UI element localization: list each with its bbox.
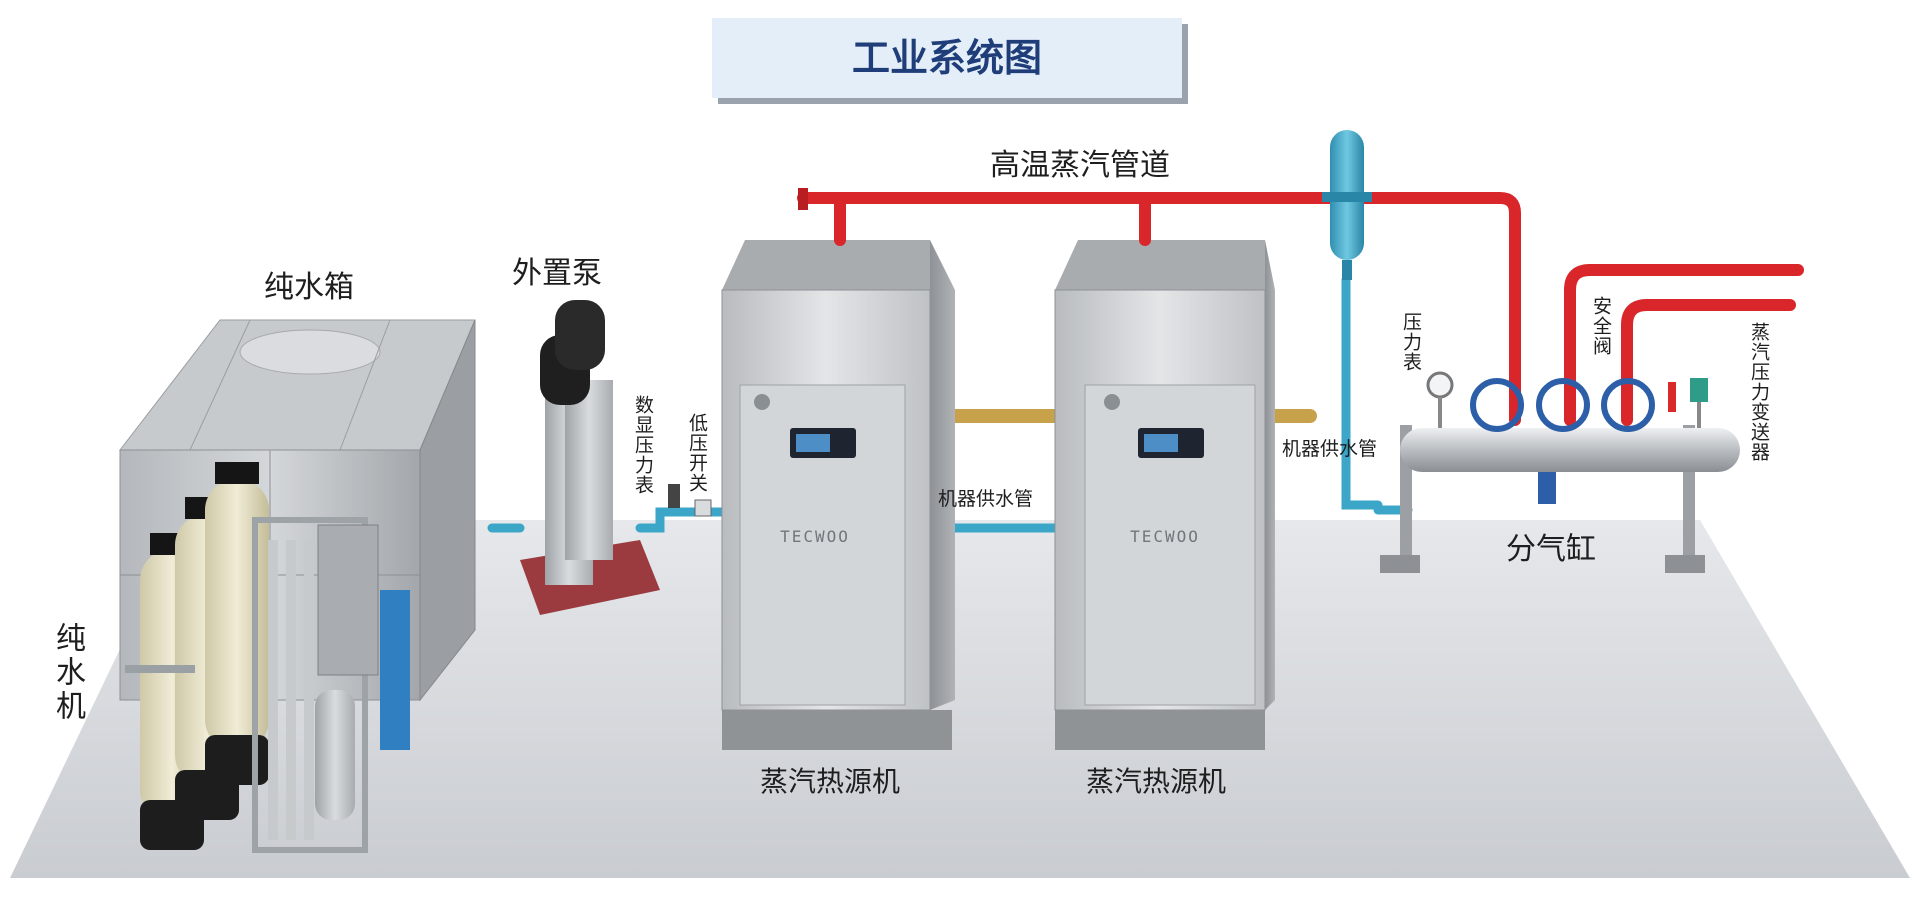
pure-water-machine	[125, 462, 410, 853]
label-digital-pressure-gauge: 数显压力表	[632, 395, 654, 495]
label-pressure-gauge: 压力表	[1400, 312, 1422, 372]
label-steam-pipeline: 高温蒸汽管道	[990, 148, 1170, 183]
label-steam-pressure-transmitter: 蒸汽压力变送器	[1748, 322, 1770, 462]
brand-logo-2: TECWOO	[1130, 527, 1200, 546]
label-distribution-header: 分气缸	[1506, 532, 1596, 567]
label-steam-generator-1: 蒸汽热源机	[760, 765, 901, 798]
steam-separator	[1322, 130, 1372, 280]
label-external-pump: 外置泵	[512, 256, 602, 291]
steam-generator-2-shape: TECWOO	[1054, 240, 1275, 750]
label-machine-water-pipe-1: 机器供水管	[938, 488, 1034, 510]
label-low-pressure-switch: 低压开关	[686, 413, 708, 493]
digital-gauge-body	[694, 499, 712, 517]
label-pure-water-tank: 纯水箱	[264, 270, 354, 305]
label-pure-water-machine: 纯水机	[50, 622, 85, 724]
brand-logo-1: TECWOO	[780, 527, 850, 546]
title-banner: 工业系统图	[712, 18, 1182, 98]
diagram-title: 工业系统图	[851, 36, 1042, 80]
label-steam-generator-2: 蒸汽热源机	[1086, 765, 1227, 798]
label-machine-water-pipe-2: 机器供水管	[1282, 438, 1378, 460]
steam-pipeline	[797, 192, 1804, 426]
external-pump	[520, 300, 660, 615]
floor	[10, 520, 1910, 878]
label-safety-valve: 安全阀	[1590, 296, 1612, 356]
low-pressure-switch-body	[668, 484, 680, 508]
distribution-header	[1380, 371, 1740, 573]
steam-generator-1-shape: TECWOO	[721, 240, 955, 750]
steam-pipe-end	[798, 188, 808, 210]
